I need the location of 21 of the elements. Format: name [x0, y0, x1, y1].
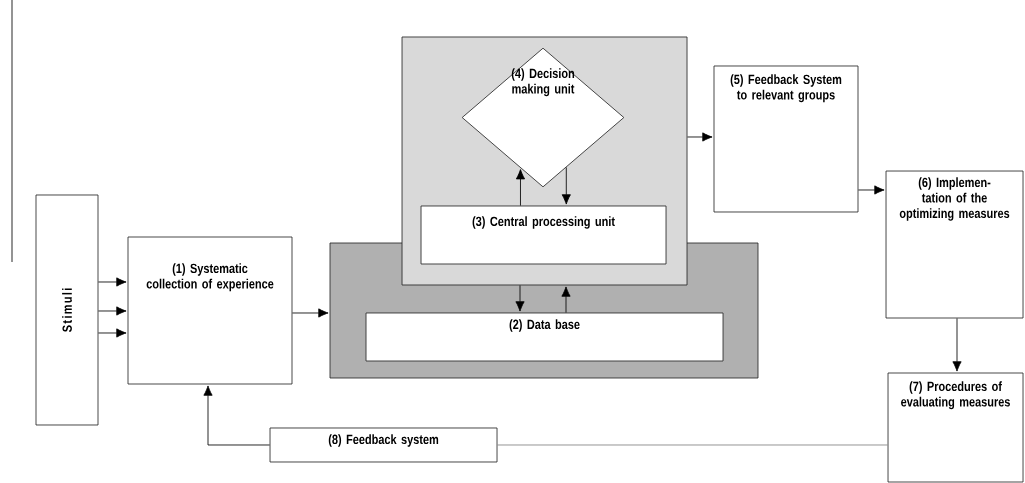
process-box: (7) Procedures of evaluating measures — [887, 372, 1024, 483]
arrow — [515, 285, 525, 312]
arrow — [203, 385, 271, 446]
arrow — [98, 306, 127, 316]
arrow — [561, 167, 571, 205]
arrow — [952, 318, 962, 372]
arrow — [515, 169, 526, 206]
arrow — [687, 132, 713, 142]
process-box: Stimuli — [35, 194, 99, 426]
arrow — [858, 185, 885, 195]
arrow — [292, 308, 329, 318]
arrow — [98, 328, 127, 338]
process-box: (5) Feedback System to relevant groups — [713, 65, 859, 213]
process-box: (8) Feedback system — [269, 427, 498, 463]
connector-line — [497, 444, 888, 446]
process-box: (3) Central processing unit — [420, 205, 667, 265]
arrow — [98, 277, 127, 287]
arrow — [561, 286, 571, 313]
process-box: (2) Data base — [365, 312, 724, 362]
process-box: (1) Systematic collection of experience — [127, 236, 293, 385]
process-box: (6) Implemen-tation of the optimizing measures — [885, 170, 1024, 319]
